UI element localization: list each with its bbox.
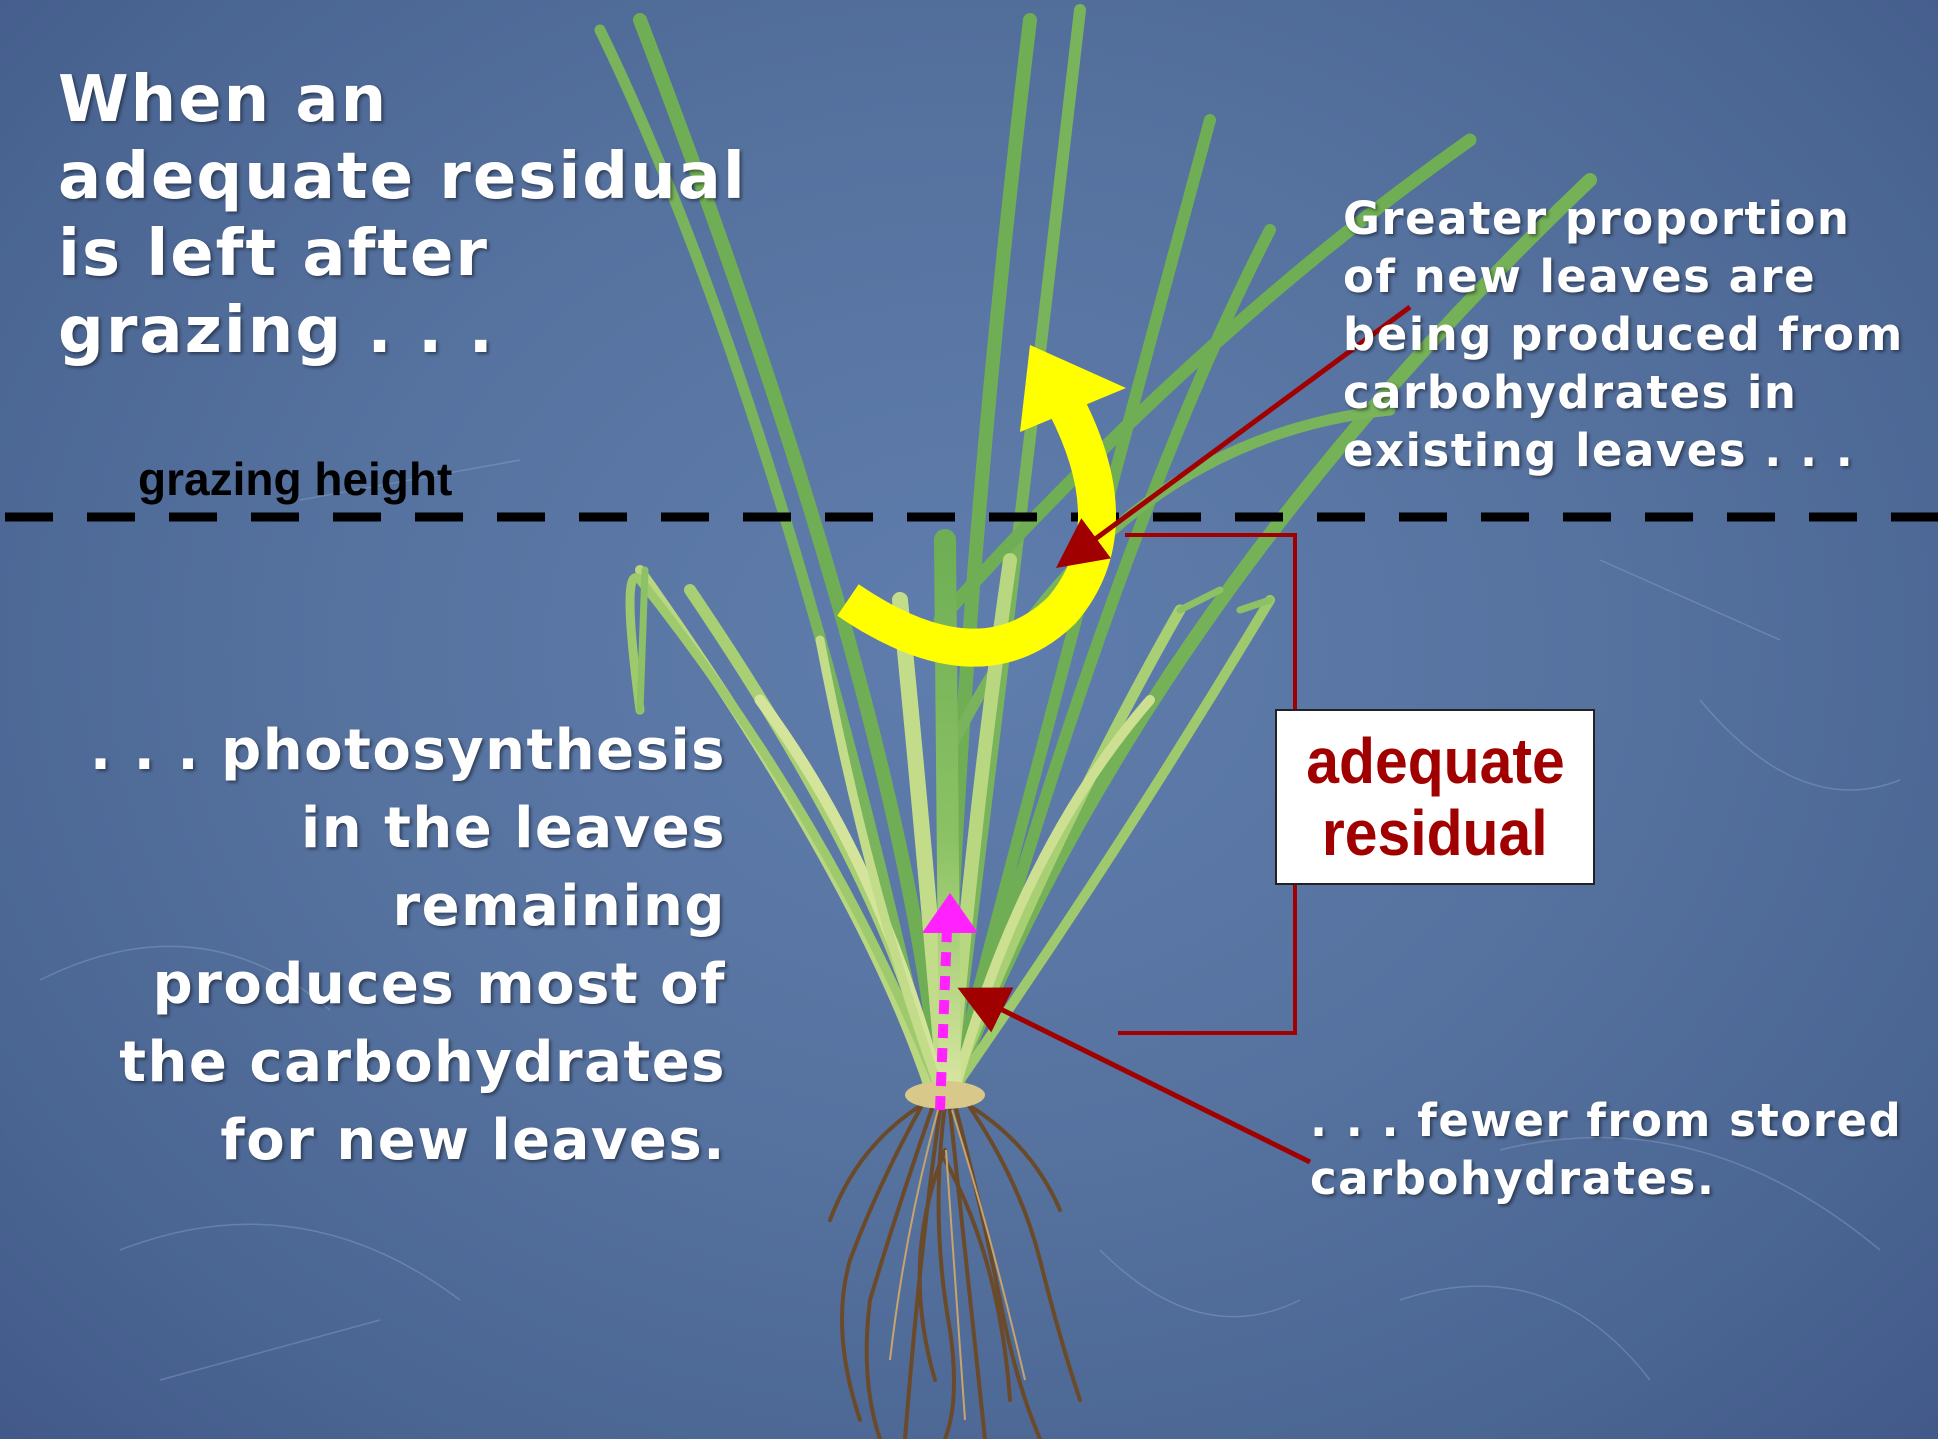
intro-text: When an adequate residual is left after … <box>58 62 747 370</box>
photosynthesis-text: . . . photosynthesis in the leaves remai… <box>90 712 726 1180</box>
arrow-to-crown <box>962 990 1310 1162</box>
fewer-stored-text: . . . fewer from stored carbohydrates. <box>1310 1092 1902 1208</box>
leaves-front <box>630 540 1270 1090</box>
grazing-height-label: grazing height <box>138 452 452 506</box>
residual-box-line1: adequate <box>1306 725 1564 797</box>
greater-proportion-text: Greater proportion of new leaves are bei… <box>1343 190 1904 480</box>
residual-box-line2: residual <box>1322 797 1548 869</box>
adequate-residual-box: adequate residual <box>1275 709 1595 885</box>
